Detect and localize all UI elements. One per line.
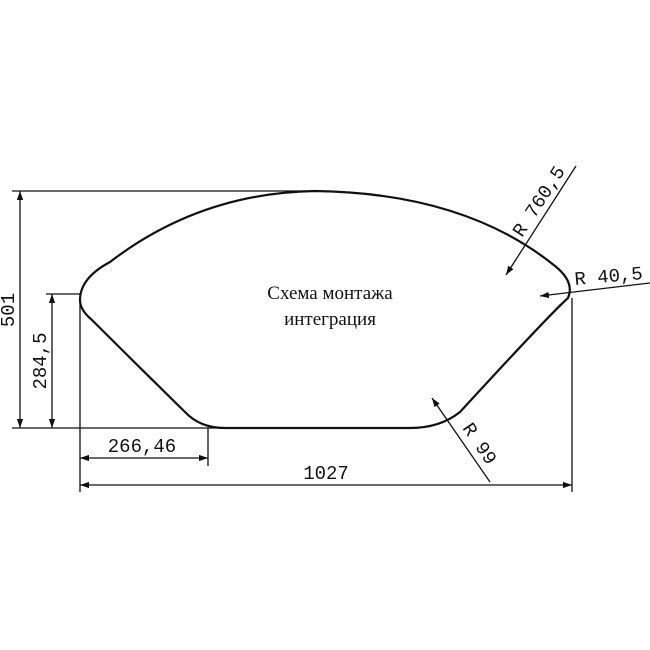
diagram-title-line2: интеграция: [284, 309, 376, 330]
dimension-total-width: 1027: [80, 463, 572, 489]
dimension-side-height: 284,5: [30, 293, 80, 428]
sink-outline: [78, 189, 571, 430]
dimension-total-height: 501: [0, 190, 315, 429]
label-total-height: 501: [0, 293, 20, 327]
dimension-bottom-offset: 266,46: [80, 436, 208, 462]
label-radius-top: R 760,5: [509, 162, 571, 241]
dimension-radius-bottom: R 99: [431, 397, 501, 483]
dimension-radius-top: R 760,5: [505, 162, 577, 276]
label-bottom-offset: 266,46: [108, 436, 176, 458]
label-total-width: 1027: [303, 463, 349, 485]
label-radius-corner: R 40,5: [574, 263, 644, 291]
diagram-title-line1: Схема монтажа: [267, 283, 393, 304]
label-side-height: 284,5: [30, 332, 52, 389]
